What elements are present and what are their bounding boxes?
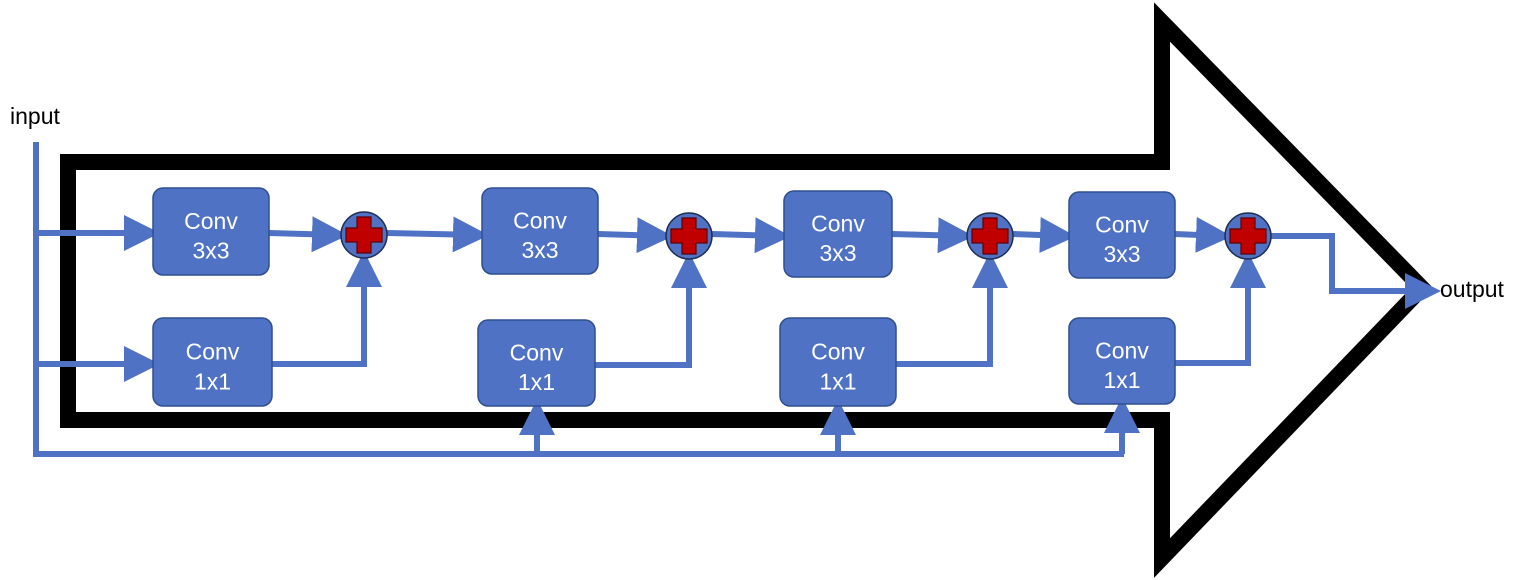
conv3x3-block-3-title: Conv [811,211,865,237]
conv1x1-block-1: Conv 1x1 [152,317,273,407]
conv1x1-block-4-box [1068,317,1176,405]
conv1x1-block-1-kernel: 1x1 [194,368,231,394]
conv1x1-block-3-title: Conv [811,338,865,364]
diagram-nodes: Conv3x3Conv1x1Conv3x3Conv1x1Conv3x3Conv1… [152,187,1272,407]
conv3x3-block-1: Conv 3x3 [152,187,270,276]
conv3x3-block-3: Conv 3x3 [783,190,893,278]
connector-lines [33,142,1441,457]
conv3x3-block-1-kernel: 3x3 [192,238,229,264]
add-node-1 [340,211,388,259]
conv1-to-add-2 [595,252,707,368]
add-to-conv3-4 [1012,217,1076,253]
conv3-to-add-3 [891,217,974,254]
conv3x3-block-1-box [152,187,270,276]
input-label: input [10,103,60,129]
conv3x3-block-2-title: Conv [513,208,567,234]
conv3x3-block-1-title: Conv [184,208,238,234]
plus-icon [1229,217,1267,255]
conv1x1-block-2-title: Conv [510,340,564,366]
plus-icon [345,216,383,254]
add-node-2 [665,212,713,260]
conv3x3-block-4-kernel: 3x3 [1103,241,1140,267]
conv3x3-block-3-box [783,190,893,278]
conv1x1-block-3-box [779,317,897,407]
conv3x3-block-4-box [1068,191,1176,279]
conv3-to-add-4 [1174,216,1232,253]
output-label: output [1440,276,1505,302]
conv1x1-block-1-box [152,317,273,407]
input-bypass-line [33,142,1124,457]
outline-arrow [60,2,1434,578]
conv1x1-block-2-kernel: 1x1 [518,369,555,395]
conv1-to-add-3 [896,252,1008,367]
add-node-4 [1224,212,1272,260]
conv1x1-block-4-kernel: 1x1 [1103,367,1140,393]
conv1x1-block-4-title: Conv [1095,338,1149,364]
conv1x1-block-2-box [477,319,596,407]
plus-icon [971,217,1009,255]
conv3-to-add-1 [268,216,348,253]
conv3x3-block-4: Conv 3x3 [1068,191,1176,279]
add-to-conv3-3 [711,217,791,254]
conv1-to-add-4 [1175,252,1266,366]
add-to-output [1271,233,1441,309]
conv1x1-block-1-title: Conv [186,338,240,364]
conv1x1-block-3: Conv 1x1 [779,317,897,407]
conv3-to-add-2 [597,217,673,254]
conv3x3-block-4-title: Conv [1095,212,1149,238]
plus-icon [670,217,708,255]
conv3x3-block-2-box [481,187,599,275]
conv3x3-block-2-kernel: 3x3 [521,237,558,263]
conv1x1-block-2: Conv 1x1 [477,319,596,407]
conv3x3-block-2: Conv 3x3 [481,187,599,275]
conv1x1-block-4: Conv 1x1 [1068,317,1176,405]
add-to-conv3-2 [386,216,489,253]
conv3x3-block-3-kernel: 3x3 [819,240,856,266]
conv1x1-block-3-kernel: 1x1 [819,368,856,394]
add-node-3 [966,212,1014,260]
conv1-to-add-1 [272,251,382,367]
